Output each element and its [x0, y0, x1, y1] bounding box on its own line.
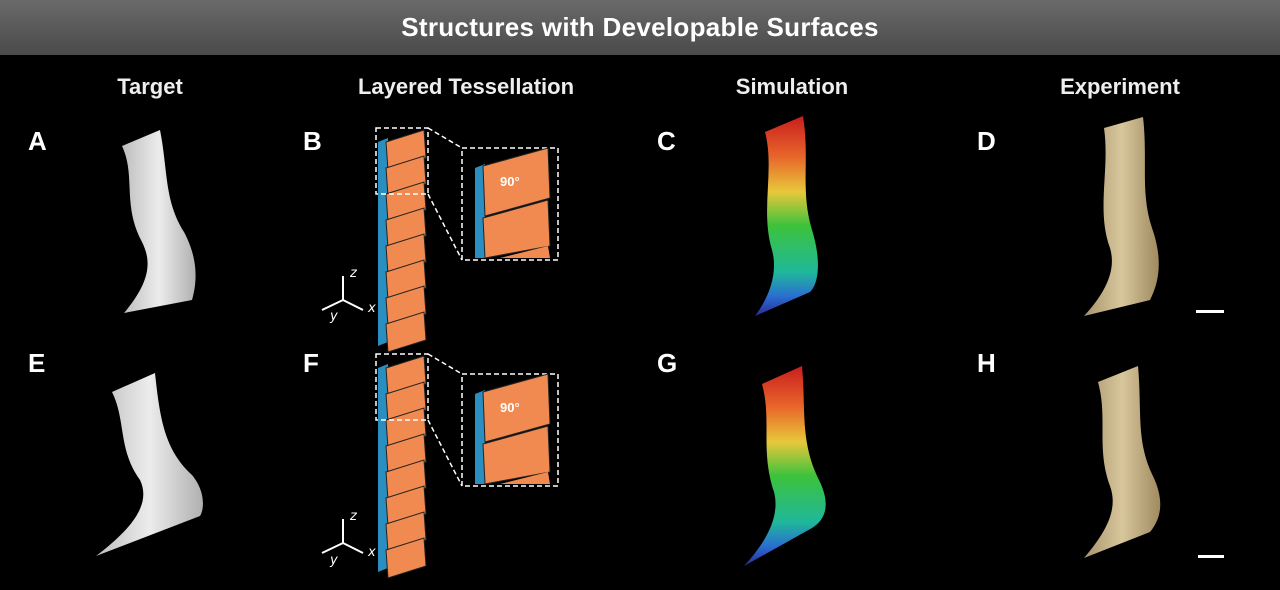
- zoom-region-box: [375, 353, 429, 421]
- axis-x-label-b: x: [367, 301, 376, 316]
- panel-label-h: H: [977, 348, 996, 378]
- panel-label-g: G: [657, 348, 678, 378]
- inset-tile: [482, 147, 551, 217]
- panel-label-a: A: [28, 126, 47, 156]
- scale-bar-h: [1198, 555, 1224, 558]
- panel-label-f: F: [303, 348, 319, 378]
- inset-angle-b: 90°: [500, 174, 520, 189]
- tessellation-b: [375, 127, 559, 353]
- inset-tile: [482, 373, 551, 443]
- axis-y-label-b: y: [329, 309, 338, 324]
- tessellation-tile: [385, 311, 427, 353]
- inset-angle-f: 90°: [500, 400, 520, 415]
- tile-back-strip: [378, 364, 388, 572]
- axis-z-label-f: z: [349, 509, 358, 524]
- inset-tile: [500, 246, 550, 258]
- figure-title: Structures with Developable Surfaces: [401, 12, 879, 42]
- column-header-experiment: Experiment: [1060, 74, 1180, 99]
- inset-tile: [482, 199, 551, 259]
- inset-tile: [500, 472, 550, 484]
- simulation-surface-c: [755, 116, 818, 316]
- panel-label-d: D: [977, 126, 996, 156]
- axes-triad-f: [321, 519, 364, 554]
- panel-label-b: B: [303, 126, 322, 156]
- target-surface-e: [96, 373, 203, 556]
- tile-back-strip: [378, 138, 388, 346]
- column-header-simulation: Simulation: [735, 74, 849, 99]
- tessellation-tile: [385, 537, 427, 579]
- panel-label-c: C: [657, 126, 676, 156]
- connector-line: [427, 127, 463, 149]
- panel-label-e: E: [28, 348, 46, 378]
- inset-tile-back: [475, 390, 485, 484]
- experiment-surface-d: [1084, 117, 1159, 316]
- connector-line: [427, 419, 463, 487]
- axis-x-label-f: x: [367, 545, 376, 560]
- inset-tile-back: [475, 164, 485, 258]
- experiment-surface-h: [1084, 366, 1161, 558]
- zoom-region-box: [375, 127, 429, 195]
- connector-line: [427, 193, 463, 261]
- inset-box: [461, 373, 559, 487]
- axes-triad-b: [321, 276, 364, 311]
- inset-tile: [482, 425, 551, 485]
- column-header-tessellation: Layered Tessellation: [357, 74, 575, 99]
- figure-title-bar: Structures with Developable Surfaces: [0, 0, 1280, 55]
- column-header-target: Target: [117, 74, 183, 99]
- axis-z-label-b: z: [349, 266, 358, 281]
- simulation-surface-g: [744, 366, 826, 566]
- target-surface-a: [122, 130, 196, 313]
- inset-box: [461, 147, 559, 261]
- connector-line: [427, 353, 463, 375]
- scale-bar-d: [1196, 310, 1224, 313]
- axis-y-label-f: y: [329, 553, 338, 568]
- tessellation-f: [375, 353, 559, 579]
